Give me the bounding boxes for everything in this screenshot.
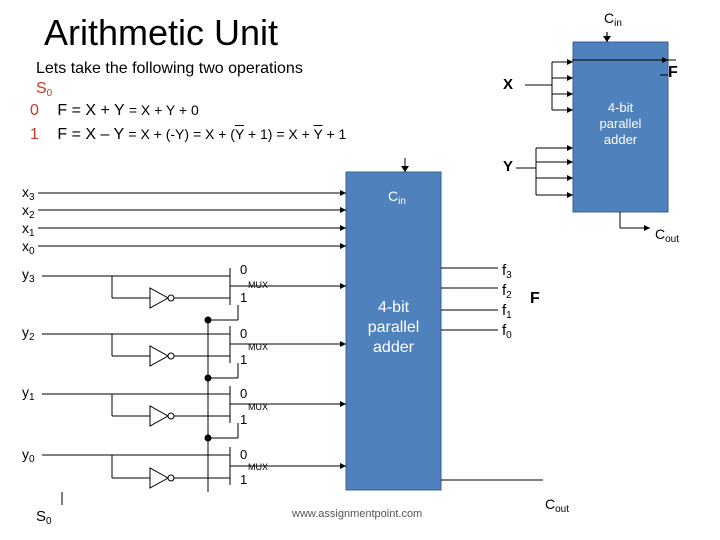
top-adder-text: 4-bit parallel adder <box>599 100 642 147</box>
mux3-label: MUX <box>248 280 268 290</box>
top-cin-arrow <box>603 36 611 42</box>
top-cout-label: Cout <box>655 226 680 245</box>
y-bus-lines <box>536 147 573 196</box>
operation-row-subtract: 1 F = X – Y = X + (-Y) = X + (Y + 1) = X… <box>30 126 347 143</box>
mux0-label: MUX <box>248 462 268 472</box>
y-bus-arrows <box>567 145 573 198</box>
main-cin-arrow <box>401 166 409 172</box>
f1-label: f1 <box>502 302 512 321</box>
x-bus-bracket <box>544 62 552 112</box>
mux2-label: MUX <box>248 342 268 352</box>
select-value-0: 0 <box>30 102 39 119</box>
select-header: S0 <box>36 80 53 99</box>
f-output-wires <box>441 267 498 331</box>
mux2-in0: 0 <box>240 326 248 341</box>
x2-label: x2 <box>22 202 35 221</box>
mux3-in1: 1 <box>240 290 248 305</box>
mux0-in0: 0 <box>240 447 248 462</box>
x-bus-lines <box>552 61 573 111</box>
top-f-arrow <box>662 57 668 63</box>
y3-label: y3 <box>22 266 35 285</box>
f2-label: f2 <box>502 282 512 301</box>
f3-label: f3 <box>502 262 512 281</box>
main-cout-label: Cout <box>545 496 570 515</box>
mux1-label: MUX <box>248 402 268 412</box>
top-adder-box <box>572 41 669 213</box>
select-label: S0 <box>36 508 52 527</box>
main-adder-box <box>345 171 442 491</box>
y-bus-label: Y <box>503 158 514 175</box>
mux0-in1: 1 <box>240 472 248 487</box>
top-f-label: F <box>668 64 678 81</box>
watermark: www.assignmentpoint.com <box>292 508 423 520</box>
mux1-in1: 1 <box>240 412 248 427</box>
x-bus-label: X <box>503 76 514 93</box>
intro-text: Lets take the following two operations <box>36 60 303 77</box>
mux-groups <box>42 268 346 492</box>
select-value-1: 1 <box>30 126 39 143</box>
main-cin-label: Cin <box>388 188 406 207</box>
f0-label: f0 <box>502 322 512 341</box>
page-title: Arithmetic Unit <box>44 12 279 53</box>
mux1-in0: 0 <box>240 386 248 401</box>
x3-label: x3 <box>22 184 35 203</box>
operation-row-add: 0 F = X + Y = X + Y + 0 <box>30 102 199 119</box>
main-adder-text: 4-bit parallel adder <box>367 299 420 356</box>
y0-label: y0 <box>22 446 35 465</box>
mux3-in0: 0 <box>240 262 248 277</box>
y1-label: y1 <box>22 384 35 403</box>
x-bus-arrows <box>567 59 573 113</box>
mux-out-arrows <box>340 283 346 469</box>
top-cout-arrow <box>644 225 650 231</box>
f-bus-label: F <box>530 290 540 307</box>
x0-label: x0 <box>22 238 35 257</box>
x-input-arrows <box>340 190 346 249</box>
mux2-in1: 1 <box>240 352 248 367</box>
x1-label: x1 <box>22 220 35 239</box>
top-cin-label: Cin <box>604 10 622 29</box>
y2-label: y2 <box>22 324 35 343</box>
x-input-wires <box>38 192 346 247</box>
